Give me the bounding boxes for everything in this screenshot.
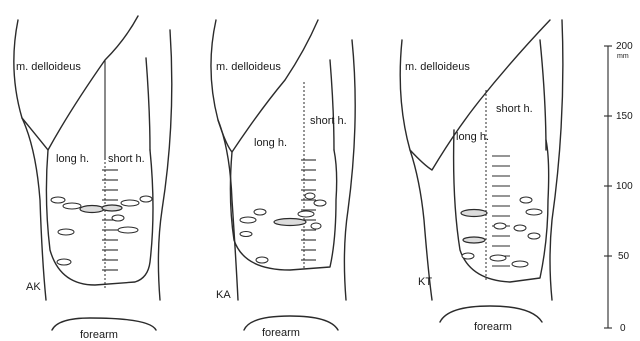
ruler-ticks-kt: [492, 156, 510, 266]
scale-tick-150: 150: [616, 111, 633, 122]
panel-label: AK: [26, 281, 41, 293]
motor-points-ak: [51, 196, 152, 265]
scale-bar: 200 mm 150 100 50 0: [604, 41, 633, 334]
scale-tick-50: 50: [618, 251, 630, 262]
ruler-ticks-ka: [301, 160, 316, 260]
biceps-outline: [230, 150, 336, 270]
long-head-label: long h.: [456, 131, 489, 143]
arm-outline-left: [400, 40, 432, 300]
deltoid-boundary: [218, 20, 318, 152]
deltoid-label: m. delloideus: [216, 61, 281, 73]
arm-outline-right: [344, 40, 355, 300]
deltoid-boundary: [22, 16, 138, 150]
panel-kt: m. delloideus long h. short h. KT forear…: [400, 20, 563, 333]
deltoid-label: m. delloideus: [405, 61, 470, 73]
forearm-label: forearm: [262, 327, 300, 339]
forearm-label: forearm: [474, 321, 512, 333]
scale-tick-100: 100: [616, 181, 633, 192]
long-head-label: long h.: [254, 137, 287, 149]
motor-points-ka: [240, 193, 326, 263]
scale-unit: mm: [617, 53, 629, 60]
short-head-label: short h.: [310, 115, 347, 127]
deltoid-short-side: [540, 40, 546, 150]
deltoid-boundary: [410, 20, 550, 170]
motor-points-kt: [461, 197, 542, 267]
deltoid-label: m. delloideus: [16, 61, 81, 73]
arm-outline-right: [158, 30, 171, 300]
panel-label: KA: [216, 289, 231, 301]
short-head-label: short h.: [108, 153, 145, 165]
scale-tick-200: 200: [616, 41, 633, 52]
deltoid-short-side: [146, 58, 150, 150]
forearm-outline: [440, 306, 542, 322]
panel-label: KT: [418, 276, 432, 288]
arm-outline-right: [550, 20, 563, 300]
panel-ka: m. delloideus long h. short h. KA forear…: [211, 20, 355, 339]
deltoid-short-side: [330, 60, 334, 150]
scale-tick-0: 0: [620, 323, 626, 334]
forearm-label: forearm: [80, 329, 118, 341]
panel-ak: m. delloideus long h. short h. AK forear…: [14, 16, 172, 341]
short-head-label: short h.: [496, 103, 533, 115]
long-head-label: long h.: [56, 153, 89, 165]
